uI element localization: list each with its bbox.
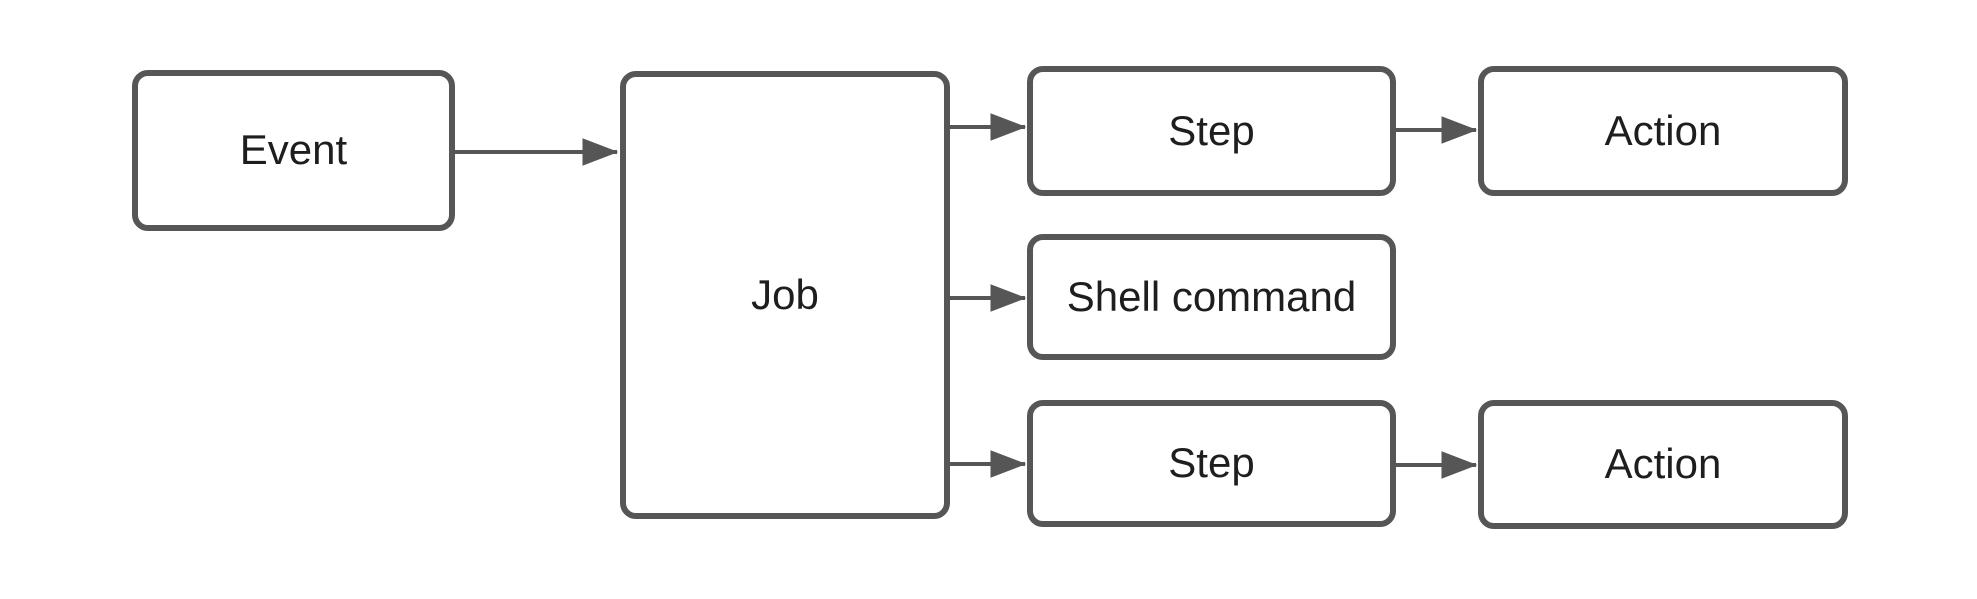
node-job: Job <box>620 71 950 519</box>
node-step-bottom-label: Step <box>1168 439 1255 487</box>
node-action-top-label: Action <box>1604 106 1722 154</box>
node-action-bottom-label: Action <box>1604 440 1722 488</box>
node-shell-command: Shell command <box>1027 234 1396 360</box>
node-event: Event <box>132 70 455 231</box>
node-action-top: Action <box>1478 66 1848 196</box>
node-shell-command-label: Shell command <box>1066 272 1357 320</box>
node-event-label: Event <box>239 126 348 174</box>
node-step-top: Step <box>1027 66 1396 196</box>
node-action-bottom: Action <box>1478 400 1848 529</box>
node-job-label: Job <box>751 270 819 318</box>
node-step-bottom: Step <box>1027 400 1396 527</box>
node-step-top-label: Step <box>1168 106 1255 154</box>
